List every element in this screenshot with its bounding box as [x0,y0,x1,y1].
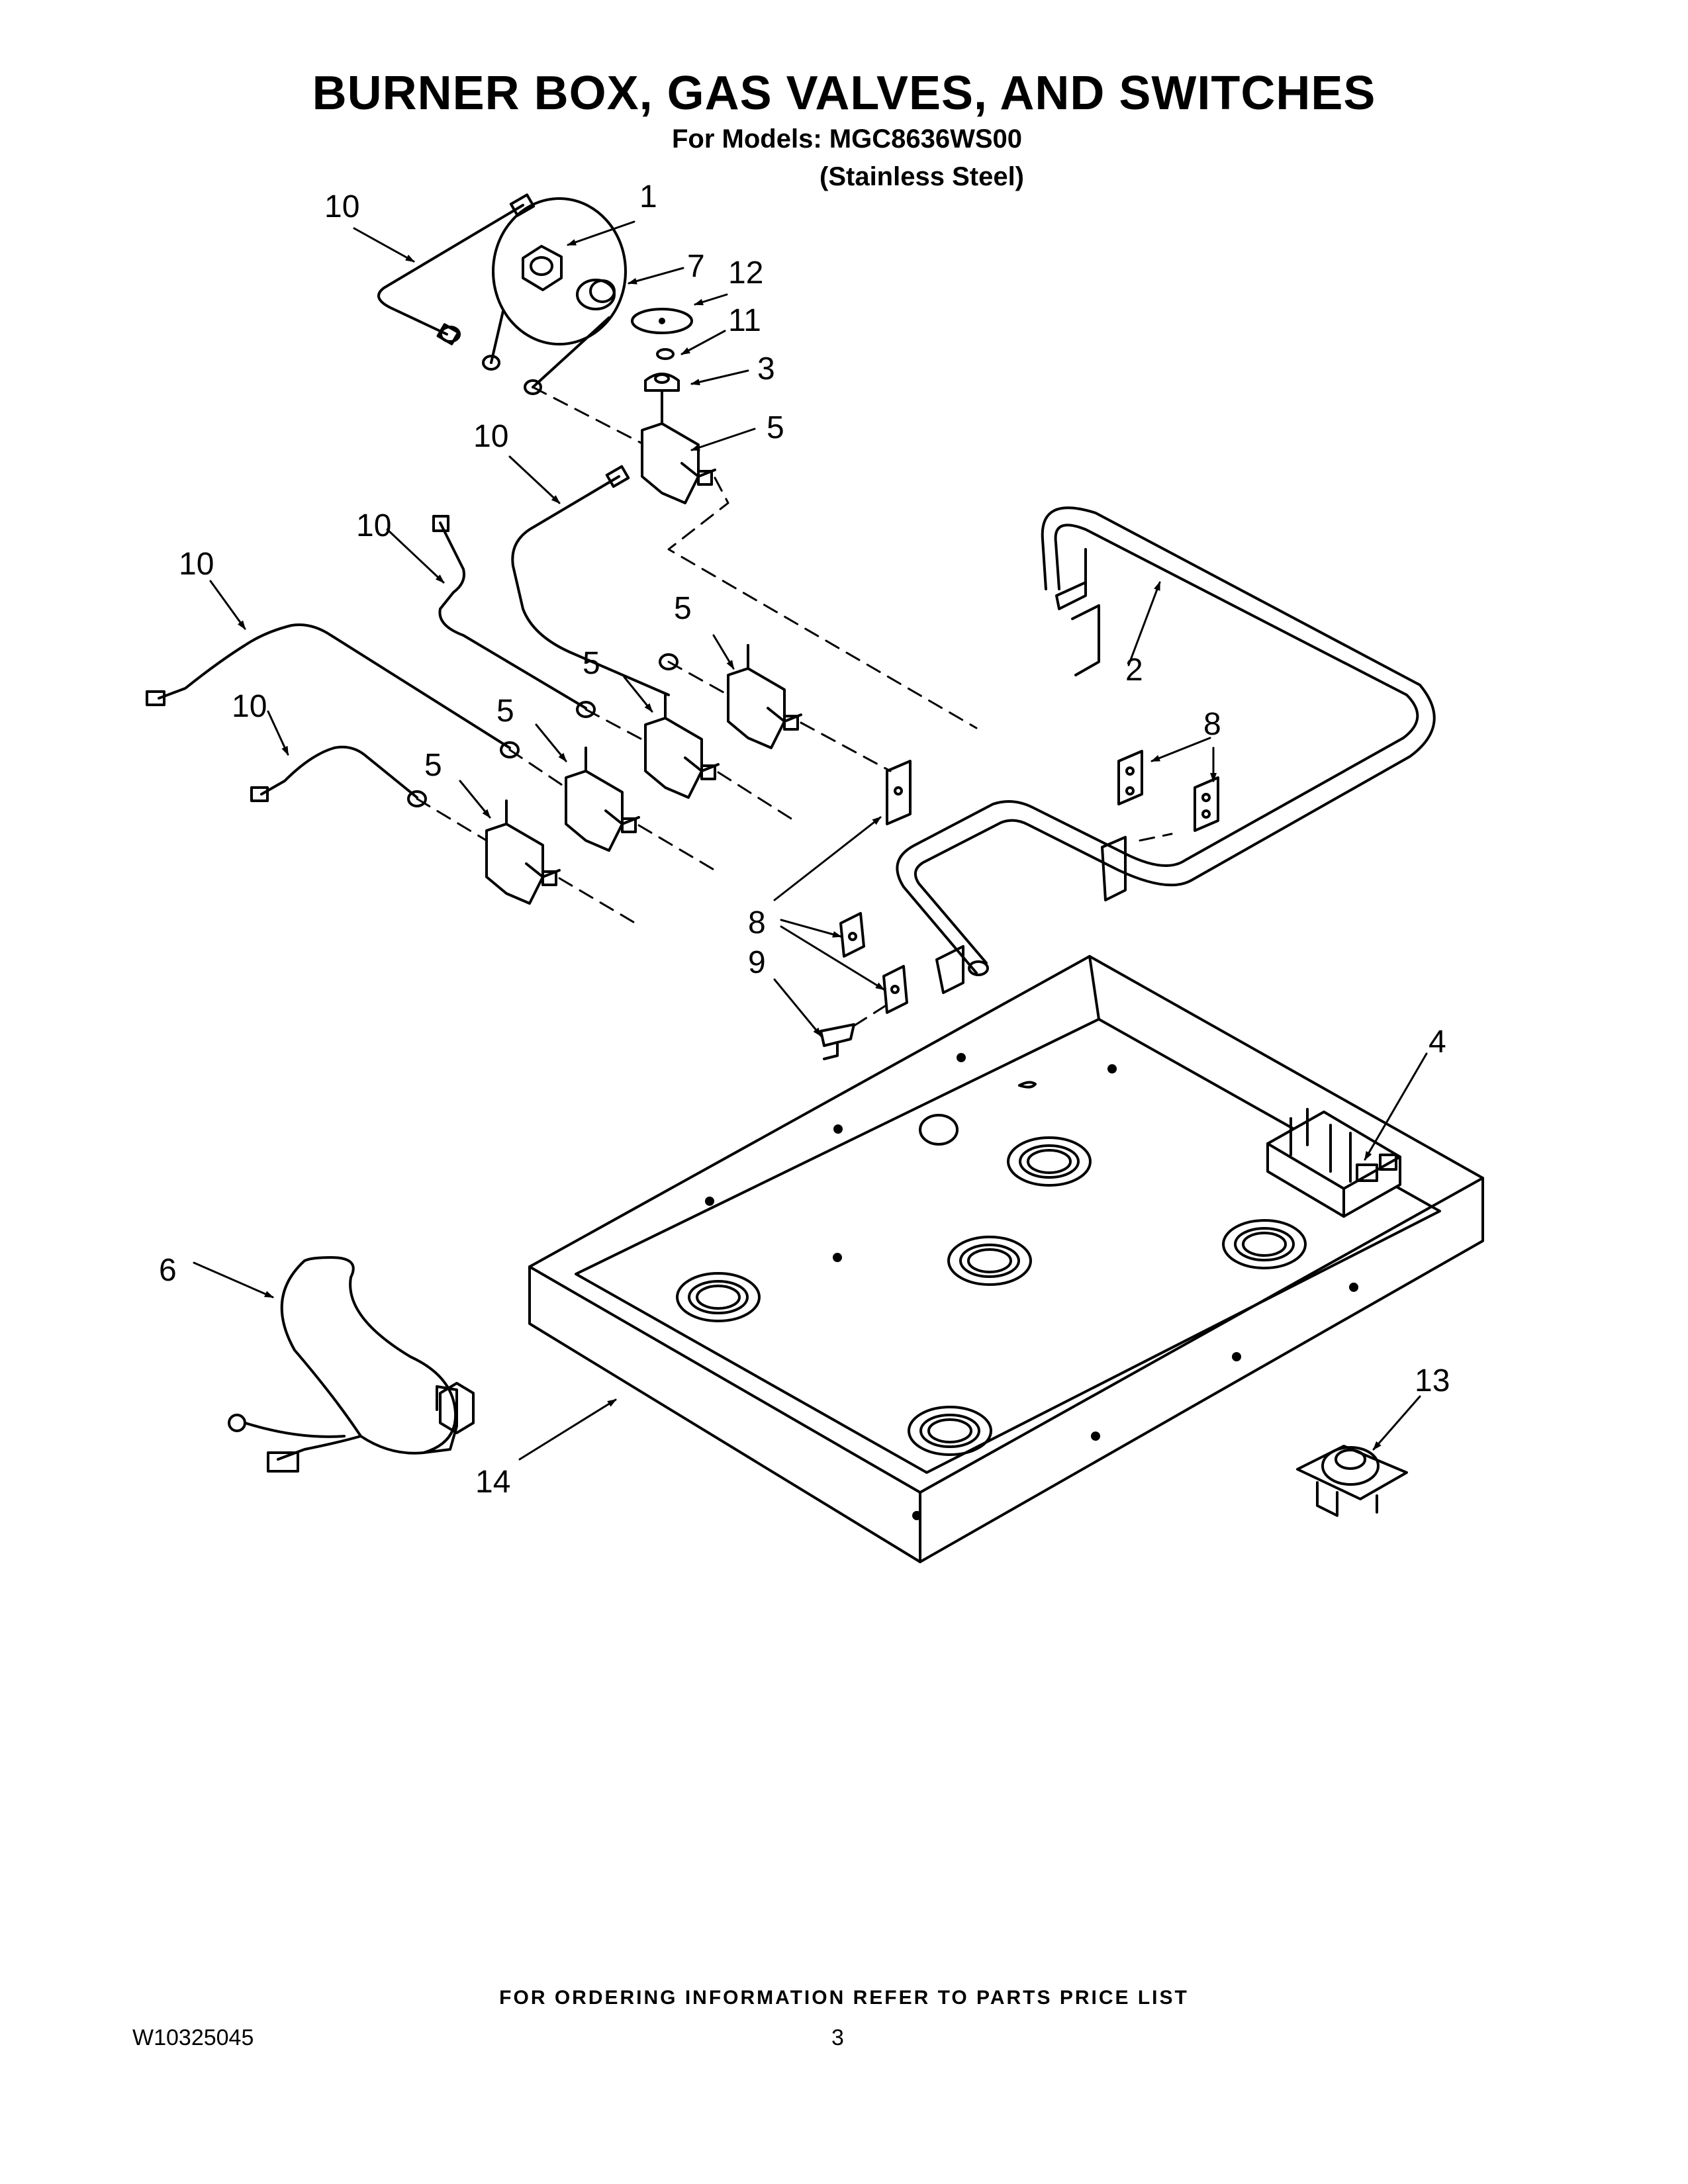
gas-tube [146,623,511,749]
callout-10a: 10 [324,189,359,224]
clip [1117,750,1143,805]
clip [882,965,908,1014]
manifold-tube [896,506,1436,994]
slot [1018,1081,1037,1089]
callout-9: 9 [748,945,766,980]
burner-port [676,1272,761,1322]
page-title: BURNER BOX, GAS VALVES, AND SWITCHES [312,67,1376,120]
gas-valve [644,694,720,799]
switch [1296,1445,1408,1517]
models-line: For Models: MGC8636WS00 [672,124,1023,154]
callout-1: 1 [639,179,657,214]
callout-leaders [193,220,1428,1461]
gas-valve [727,644,802,749]
orifice-detail [490,197,693,425]
callout-8a: 8 [1203,707,1221,742]
burner-port [1222,1219,1307,1269]
gas-tube [250,745,418,802]
callout-2: 2 [1125,653,1143,688]
callout-7: 7 [687,249,705,284]
callout-8b: 8 [748,905,766,940]
callout-5b: 5 [674,591,692,626]
mounting-hole [705,1053,1358,1520]
clip [886,760,912,825]
gas-valve [641,396,716,504]
burner-port [947,1236,1032,1286]
screw [820,1023,855,1060]
gas-valve [565,747,640,852]
callout-4: 4 [1429,1024,1446,1060]
burner-port [908,1406,992,1456]
callout-5d: 5 [496,694,514,729]
burner-box [528,955,1484,1563]
nut [407,326,679,807]
assembly-guides [416,386,1173,1027]
gas-valve [485,799,561,905]
finish-line: (Stainless Steel) [820,162,1025,191]
callout-5c: 5 [583,646,600,681]
document-number: W10325045 [132,2025,254,2050]
callout-10b: 10 [473,419,508,454]
clip [1194,776,1219,832]
callout-14: 14 [475,1465,510,1500]
gas-tube [511,465,670,696]
callout-10c: 10 [356,508,391,543]
callout-5e: 5 [424,748,442,783]
callout-12: 12 [728,255,763,291]
burner-port [1007,1136,1092,1187]
ordering-note: FOR ORDERING INFORMATION REFER TO PARTS … [499,1987,1189,2009]
callout-11: 11 [728,303,761,338]
page-number: 3 [831,2025,844,2050]
gas-inlet-hole [919,1114,959,1146]
callout-5a: 5 [767,410,784,445]
spark-module [1266,1108,1401,1218]
callout-numbers: 1 2 3 4 5 5 5 5 5 6 7 8 8 9 10 10 10 10 … [159,179,1450,1500]
callout-6: 6 [159,1253,177,1288]
gas-tube [432,515,587,709]
clip [839,912,865,958]
callout-13: 13 [1415,1363,1450,1398]
wire-harness [228,1256,475,1473]
callout-3: 3 [757,351,775,387]
callout-10e: 10 [232,689,267,724]
callout-10d: 10 [179,547,214,582]
